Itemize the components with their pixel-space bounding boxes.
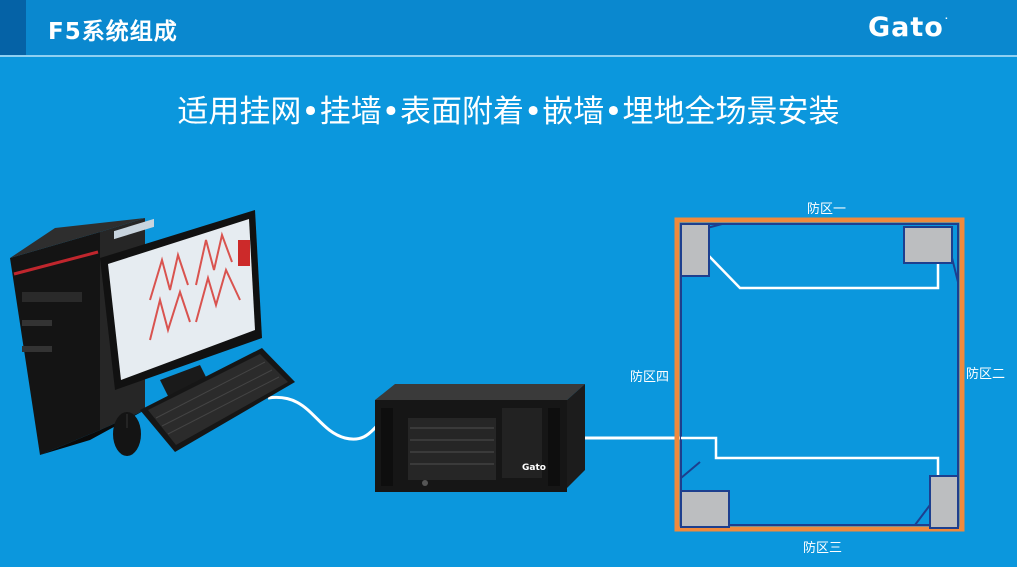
page-title: F5系统组成: [48, 19, 178, 45]
brand-logo-mark: .: [944, 12, 949, 21]
mouse-icon: [113, 412, 141, 456]
subtitle: 适用挂网•挂墙•表面附着•嵌墙•埋地全场景安装: [177, 94, 840, 130]
header-bar: F5系统组成 Gato.: [0, 0, 1017, 57]
zone-label-3: 防区三: [803, 541, 843, 556]
zone-label-2: 防区二: [966, 367, 1006, 382]
sensor-box-top-left: [680, 223, 710, 277]
zone-label-1: 防区一: [807, 202, 847, 217]
keyboard-icon: [140, 348, 295, 452]
sensor-box-bottom-left: [680, 490, 730, 528]
header-accent: [0, 0, 26, 55]
sensor-box-bottom-right: [929, 475, 959, 529]
brand-logo-text: Gato: [868, 12, 944, 43]
server-logo: Gato: [522, 463, 546, 473]
perimeter-inner-line: [680, 223, 959, 526]
keyboard-cable: [267, 395, 380, 441]
sensor-box-top-right: [903, 226, 953, 264]
rack-server-icon: Gato: [375, 384, 585, 492]
monitor-icon: [100, 210, 262, 400]
brand-logo: Gato.: [868, 12, 949, 43]
sensor-cable: [681, 254, 940, 480]
perimeter-fence: [674, 217, 965, 532]
zone-label-4: 防区四: [630, 370, 670, 385]
